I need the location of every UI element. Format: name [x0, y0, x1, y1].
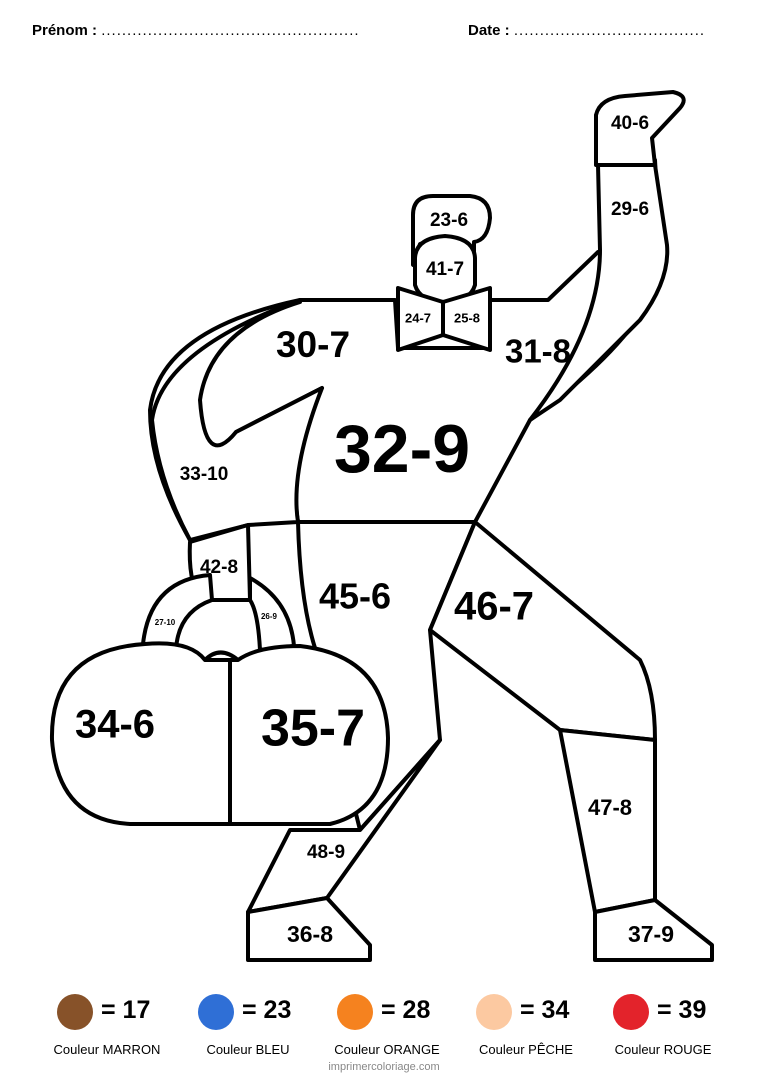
label-leg-right-upper: 46-7 [454, 585, 534, 629]
prenom-label: Prénom : [32, 22, 98, 39]
legend-value: = 28 [381, 996, 431, 1024]
legend-value: = 39 [657, 996, 707, 1024]
label-leg-left-lower: 48-9 [307, 842, 345, 863]
zone-forearm-right[interactable] [528, 163, 670, 422]
label-handle-left: 27-10 [155, 618, 176, 627]
legend-name: Couleur ORANGE [334, 1042, 440, 1057]
label-face: 41-7 [426, 259, 464, 280]
label-cuff: 42-8 [200, 557, 238, 578]
swatch-peche-icon [476, 994, 512, 1030]
label-forearm-right: 29-6 [611, 199, 649, 220]
swatch-orange-icon [337, 994, 373, 1030]
zone-leg-right-lower[interactable] [558, 728, 657, 914]
swatch-marron-icon [57, 994, 93, 1030]
label-hand: 40-6 [611, 113, 649, 134]
label-shoe-right: 37-9 [628, 921, 674, 947]
legend-item-rouge: = 39 Couleur ROUGE [613, 990, 763, 1060]
label-bag-left: 34-6 [75, 703, 155, 747]
header: Prénom : ...............................… [0, 18, 768, 48]
prenom-field[interactable]: Prénom : ...............................… [32, 22, 360, 39]
prenom-dots: ........................................… [101, 22, 360, 39]
label-bag-right: 35-7 [261, 700, 365, 758]
zone-arm-left[interactable] [150, 298, 324, 542]
label-leg-right-lower: 47-8 [588, 795, 632, 820]
zone-shoe-right[interactable] [593, 898, 714, 962]
legend-name: Couleur MARRON [53, 1042, 161, 1057]
legend-item-bleu: = 23 Couleur BLEU [198, 990, 348, 1060]
swatch-rouge-icon [613, 994, 649, 1030]
legend-value: = 23 [242, 996, 292, 1024]
zone-bag-right[interactable] [228, 644, 390, 826]
legend-value: = 17 [101, 996, 151, 1024]
zone-shoe-left[interactable] [246, 896, 372, 962]
date-dots: ..................................... [513, 22, 706, 39]
label-shoulder-left: 30-7 [276, 324, 350, 365]
label-torso: 32-9 [334, 411, 470, 487]
color-legend: = 17 Couleur MARRON = 23 Couleur BLEU = … [0, 990, 768, 1060]
zone-leg-right-upper[interactable] [428, 520, 657, 742]
label-bow-left: 24-7 [405, 310, 431, 325]
legend-name: Couleur ROUGE [614, 1042, 712, 1057]
legend-name: Couleur PÊCHE [479, 1042, 573, 1057]
label-shoulder-right: 31-8 [505, 333, 571, 370]
legend-item-marron: = 17 Couleur MARRON [54, 990, 207, 1060]
zone-hand[interactable] [594, 90, 686, 167]
legend-item-peche: = 34 Couleur PÊCHE [476, 990, 626, 1060]
date-label: Date : [468, 22, 510, 39]
zone-bag-left[interactable] [49, 641, 232, 826]
label-leg-inner: 45-6 [319, 576, 391, 617]
legend-item-orange: = 28 Couleur ORANGE [334, 990, 487, 1060]
footer-site: imprimercoloriage.com [328, 1061, 440, 1073]
legend-value: = 34 [520, 996, 570, 1024]
legend-name: Couleur BLEU [206, 1042, 290, 1057]
label-handle-right: 26-9 [261, 612, 278, 621]
zone-bow-right[interactable] [441, 286, 492, 352]
label-hair: 23-6 [430, 210, 468, 231]
label-shoe-left: 36-8 [287, 921, 333, 947]
zone-handle-left[interactable] [141, 573, 214, 652]
label-bow-right: 25-8 [454, 310, 480, 325]
zone-leg-left-lower[interactable] [246, 738, 442, 914]
swatch-bleu-icon [198, 994, 234, 1030]
date-field[interactable]: Date : .................................… [468, 22, 705, 39]
label-arm-left: 33-10 [180, 464, 229, 485]
